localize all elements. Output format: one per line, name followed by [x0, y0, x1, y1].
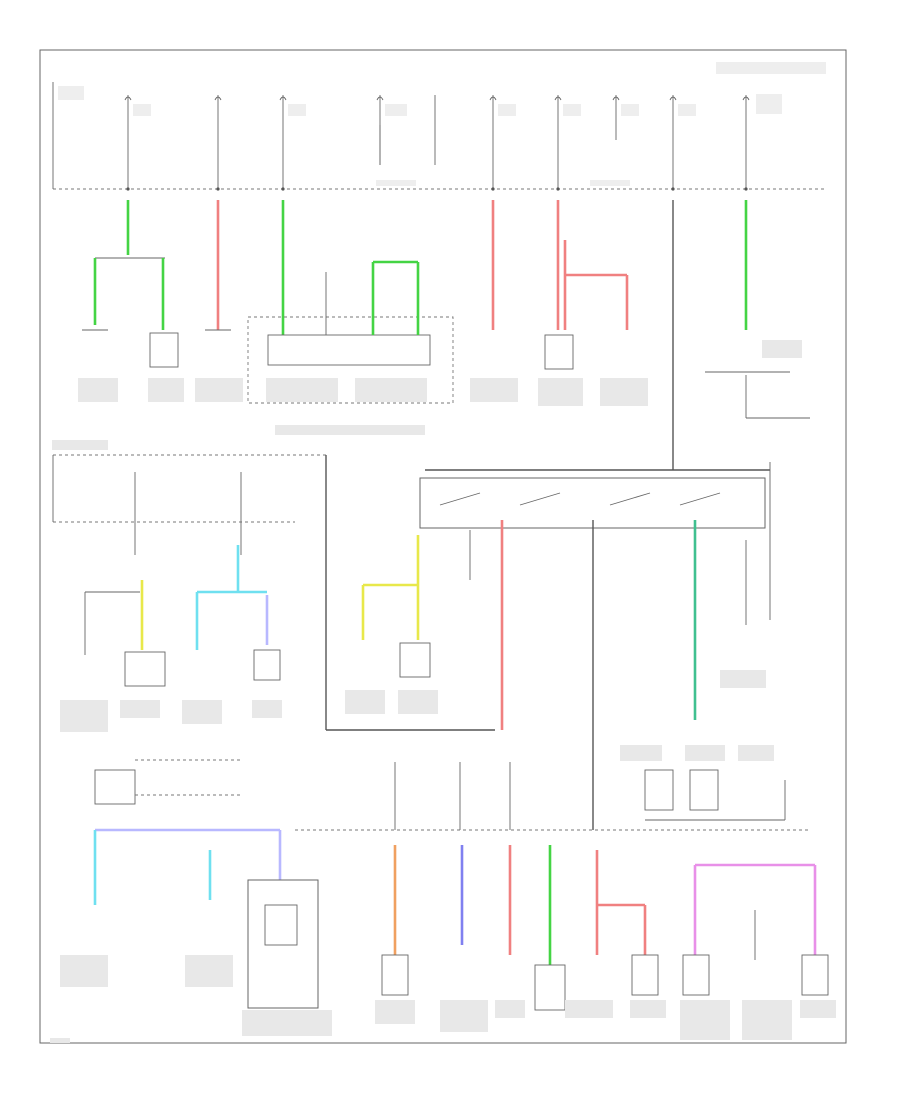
top-labels [58, 62, 826, 186]
top-fuse-panel [52, 62, 826, 191]
top-fuse-stems [127, 95, 747, 189]
middle-left-circuits [52, 454, 495, 731]
top-fuse-symbols [124, 96, 750, 101]
component-labels [50, 340, 836, 1043]
top-bus-dots [126, 187, 748, 191]
upper-circuits [82, 200, 810, 470]
lower-circuits [93, 759, 829, 1011]
ignition-switch [361, 462, 771, 830]
diagram-frame [39, 49, 847, 1044]
